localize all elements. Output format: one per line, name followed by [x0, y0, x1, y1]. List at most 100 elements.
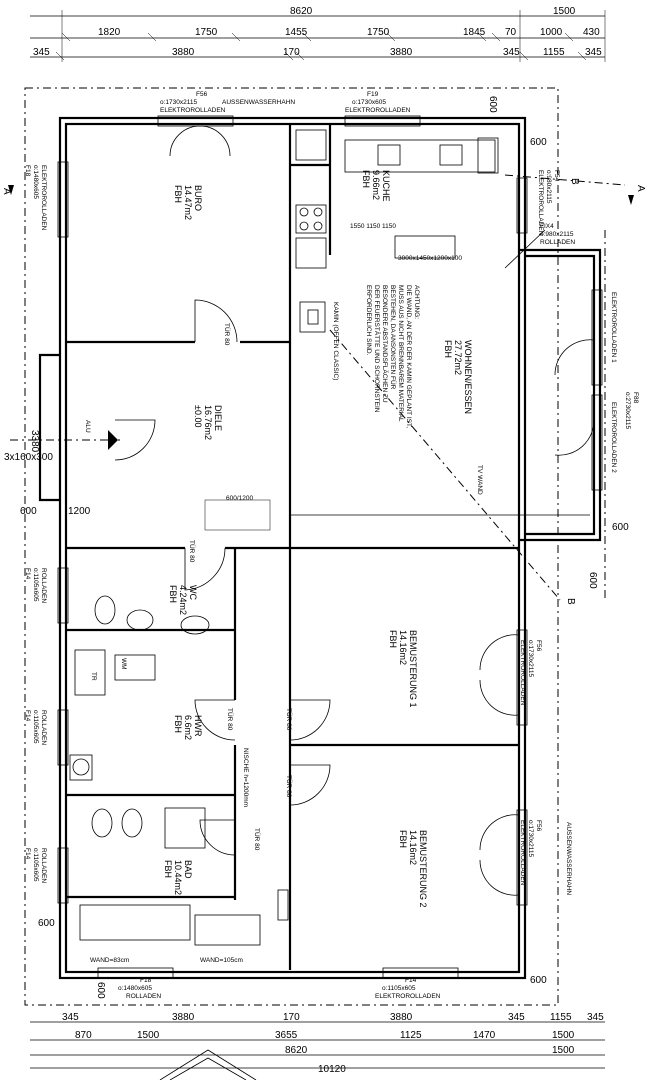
room-wc-floor: FBH	[168, 585, 178, 603]
f56-top-size: o:1730x2115	[160, 99, 197, 106]
alu-label: ALU	[84, 420, 91, 433]
fix4-label: ROLLADEN	[540, 239, 575, 246]
f19-name: F19	[367, 91, 379, 98]
section-b-bottom: B	[565, 598, 576, 605]
f56-low-name: F56	[535, 820, 542, 832]
dim-right-600a: 600	[530, 137, 547, 148]
dim-b-1470: 1470	[473, 1030, 496, 1041]
dim-b-1125: 1125	[400, 1030, 422, 1041]
room-bem2-area: 14.16m2	[408, 830, 418, 865]
tr-label: TR	[90, 672, 97, 681]
dim-3880a: 3880	[172, 47, 195, 58]
room-bad-floor: FBH	[163, 860, 173, 878]
dim-1750b: 1750	[367, 27, 390, 38]
note-line-0: ACHTUNG:	[413, 285, 420, 319]
f14-bottom-name: F14	[405, 977, 417, 984]
room-wohnen-name: WOHNEN/ESSEN	[463, 340, 473, 414]
f56-low-size: o:1730x2115	[527, 820, 534, 857]
room-bad-name: BAD	[183, 860, 193, 879]
f14-bottom-size: o:1105x605	[382, 985, 416, 992]
wm-label: WM	[120, 658, 127, 670]
door-label-hwr: TÜR 80	[226, 708, 234, 731]
window-labels: F56 o:1730x2115 ELEKTROROLLADEN AUSSENWA…	[24, 91, 639, 1000]
dim-b-1500c: 1500	[552, 1045, 575, 1056]
f14c-label: ROLLADEN	[40, 848, 47, 883]
f14-bottom-label: ELEKTROROLLADEN	[375, 993, 441, 1000]
dim-b-345c: 345	[587, 1012, 604, 1023]
room-buero-name: BURO	[193, 185, 203, 211]
room-bad-area: 10.44m2	[173, 860, 183, 895]
dim-1455: 1455	[285, 27, 308, 38]
plenum-label: 600/1200	[226, 495, 253, 502]
section-a-left: A	[1, 188, 12, 195]
dim-top-8620: 8620	[290, 6, 313, 17]
dim-1750a: 1750	[195, 27, 218, 38]
room-hwr-name: HWR	[193, 715, 203, 737]
note-line-6: ERFORDERLICH SIND.	[365, 285, 372, 356]
f14c-size: o:1105x605	[32, 848, 39, 882]
f54-size: o:980x2115	[545, 170, 552, 204]
kitchen-fixtures	[295, 129, 499, 333]
f18-left-label: ELEKTROROLLADEN	[40, 165, 47, 231]
dim-1820: 1820	[98, 27, 121, 38]
tv-wand: TV WAND	[476, 465, 483, 495]
section-a-right: A	[635, 185, 646, 192]
room-wohnen-floor: FBH	[443, 340, 453, 358]
f56-top-name: F56	[196, 91, 208, 98]
dim-b-10120: 10120	[318, 1064, 346, 1075]
f56-mid-name: F56	[535, 640, 542, 652]
room-hwr-area: 6.6m2	[183, 715, 193, 740]
door-label-buero: TÜR 80	[223, 323, 231, 346]
section-b-top: B	[569, 178, 580, 185]
dim-b-1155: 1155	[550, 1012, 572, 1023]
room-bem1-name: BEMUSTERUNG 1	[408, 630, 418, 708]
dim-bottom-600: 600	[95, 982, 106, 999]
f14a-name: F14	[24, 568, 31, 580]
f88-label2: ELEKTROROLLADEN 2	[610, 402, 617, 473]
dim-b-870: 870	[75, 1030, 92, 1041]
f88-name: F88	[632, 392, 639, 404]
room-bem1-area: 14.16m2	[398, 630, 408, 665]
kamin-note: KAMIN (OFFEN CLASSIC)	[332, 302, 339, 380]
dim-wall-window: 3x160x300	[4, 452, 53, 463]
room-bem2-floor: FBH	[398, 830, 408, 848]
fix4-size: o:980x2115	[540, 231, 574, 238]
room-buero-area: 14.47m2	[183, 185, 193, 220]
f88-size: o:2730x2115	[624, 392, 631, 429]
f88-label1: ELEKTROROLLADEN 1	[610, 292, 617, 363]
door-label-bad: TÜR 80	[253, 828, 261, 851]
chimney-note: ACHTUNG: DIE WAND, AN DER DER KAMIN GEPL…	[365, 285, 420, 428]
f14b-label: ROLLADEN	[40, 710, 47, 745]
dim-1845: 1845	[463, 27, 486, 38]
fix4-name: FIX4	[540, 223, 554, 230]
room-diele-level: ±0.00	[193, 405, 203, 427]
note-line-5: DER FEUERSTÄTTE UND SCHORNSTEIN	[373, 285, 381, 413]
dim-b-345a: 345	[62, 1012, 79, 1023]
dim-170: 170	[283, 47, 300, 58]
room-hwr-floor: FBH	[173, 715, 183, 733]
section-markers: A A B B	[1, 178, 646, 605]
f56-low-label: ELEKTROROLLADEN	[519, 820, 526, 886]
room-diele-area: 16.76m2	[203, 405, 213, 440]
door-label-wc: TÜR 80	[188, 540, 196, 563]
f18-bottom-size: o:1480x605	[118, 985, 152, 992]
dim-b-3655: 3655	[275, 1030, 298, 1041]
misc-notes: WAND=83cm WAND=105cm NISCHE h=1200mm TV …	[84, 223, 483, 964]
dim-1000: 1000	[540, 27, 563, 38]
doors	[114, 125, 595, 896]
dim-right-600e: 600	[587, 572, 598, 589]
room-wc-name: WC	[188, 585, 198, 600]
dim-left-600a: 600	[20, 506, 37, 517]
f14b-size: o:1105x605	[32, 710, 39, 744]
room-kueche-name: KUCHE	[381, 170, 391, 202]
room-buero-floor: FBH	[173, 185, 183, 203]
bottom-dimensions: 345 3880 170 3880 345 1155 345 870 1500 …	[30, 1012, 605, 1080]
dim-b-8620: 8620	[285, 1045, 308, 1056]
kitchen-dims: 3000x1450x1200x100	[398, 255, 462, 262]
top-dimensions: 8620 1500 1820 1750 1455 1750 1845 70 10…	[30, 6, 606, 62]
section-lines	[10, 174, 626, 601]
dim-b-170: 170	[283, 1012, 300, 1023]
room-bem1-floor: FBH	[388, 630, 398, 648]
dim-b-345b: 345	[508, 1012, 525, 1023]
